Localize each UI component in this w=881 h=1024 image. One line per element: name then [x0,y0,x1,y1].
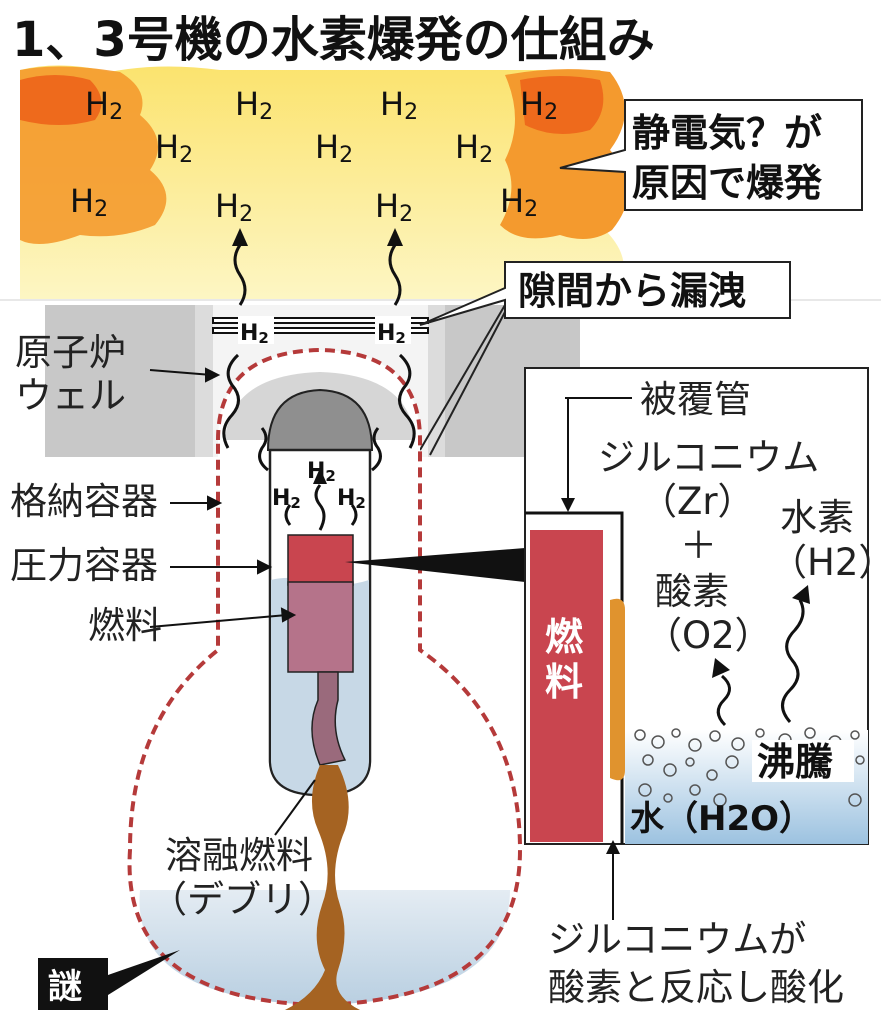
leak-callout: 隙間から漏洩 [419,261,791,456]
label-debris-2: （デブリ） [150,878,335,921]
explosion-cloud [0,65,881,301]
hydrogen-flow-arrows [222,244,416,531]
label-fuel-vertical-2: 料 [545,660,583,704]
detail-pointer [345,548,525,582]
detail-arrowheads [712,585,810,678]
mystery-box: 謎 [38,950,180,1010]
label-reactor-well-2: ウェル [15,374,126,417]
label-cladding: 被覆管 [640,378,751,421]
leader-lines [149,367,316,836]
reaction-arrowhead [606,840,620,854]
explosion-callout-line1: 静電気？が [632,111,822,155]
label-oxygen: 酸素 [655,570,729,613]
detail-wavy-arrows [716,599,805,727]
molten-debris [285,765,360,1010]
label-h2: （H2） [770,541,881,584]
h2-label: H2 [85,85,123,125]
h2-label: H2 [337,486,366,512]
label-o2: （O2） [645,614,772,657]
mystery-label: 謎 [48,967,82,1007]
h2-label: H2 [70,182,108,222]
label-reaction-2: 酸素と反応し酸化 [548,966,844,1009]
label-fuel-vertical-1: 燃 [545,615,584,659]
arrowheads [232,228,403,484]
label-reaction-1: ジルコニウムが [548,918,806,961]
label-hydrogen: 水素 [780,496,854,539]
label-zirconium: ジルコニウム [598,436,819,479]
label-reactor-well-1: 原子炉 [15,331,126,374]
left-labels: 原子炉 ウェル 格納容器 圧力容器 燃料 溶融燃料 （デブリ） [10,331,335,921]
label-fuel: 燃料 [88,604,162,647]
fuel-assembly [287,534,354,766]
leak-callout-text: 隙間から漏洩 [518,269,746,313]
h2-label: H2 [215,187,253,227]
detail-labels: 被覆管 ジルコニウム （Zr） ＋ 酸素 （O2） 水素 （H2） 燃 料 沸騰… [545,378,881,839]
label-boiling: 沸騰 [757,740,833,784]
explosion-callout-line2: 原因で爆発 [632,161,823,205]
label-pressure-vessel: 圧力容器 [10,544,158,587]
h2-label: H2 [380,85,418,125]
well-lid: H2 H2 [212,316,429,347]
label-water: 水（H2O） [630,799,813,839]
label-debris-1: 溶融燃料 [165,834,313,877]
label-containment: 格納容器 [10,480,158,523]
explosion-callout: 静電気？が 原因で爆発 [559,99,863,211]
page-title: 1、3号機の水素爆発の仕組み [12,12,655,68]
cladding-arrowhead [561,498,575,512]
label-plus: ＋ [680,524,717,567]
label-zr: （Zr） [640,480,755,523]
pressure-vessel-head [266,388,374,451]
cloud-h2-labels: H2 H2 H2 H2 H2 H2 H2 H2 H2 H2 H2 [70,85,558,227]
